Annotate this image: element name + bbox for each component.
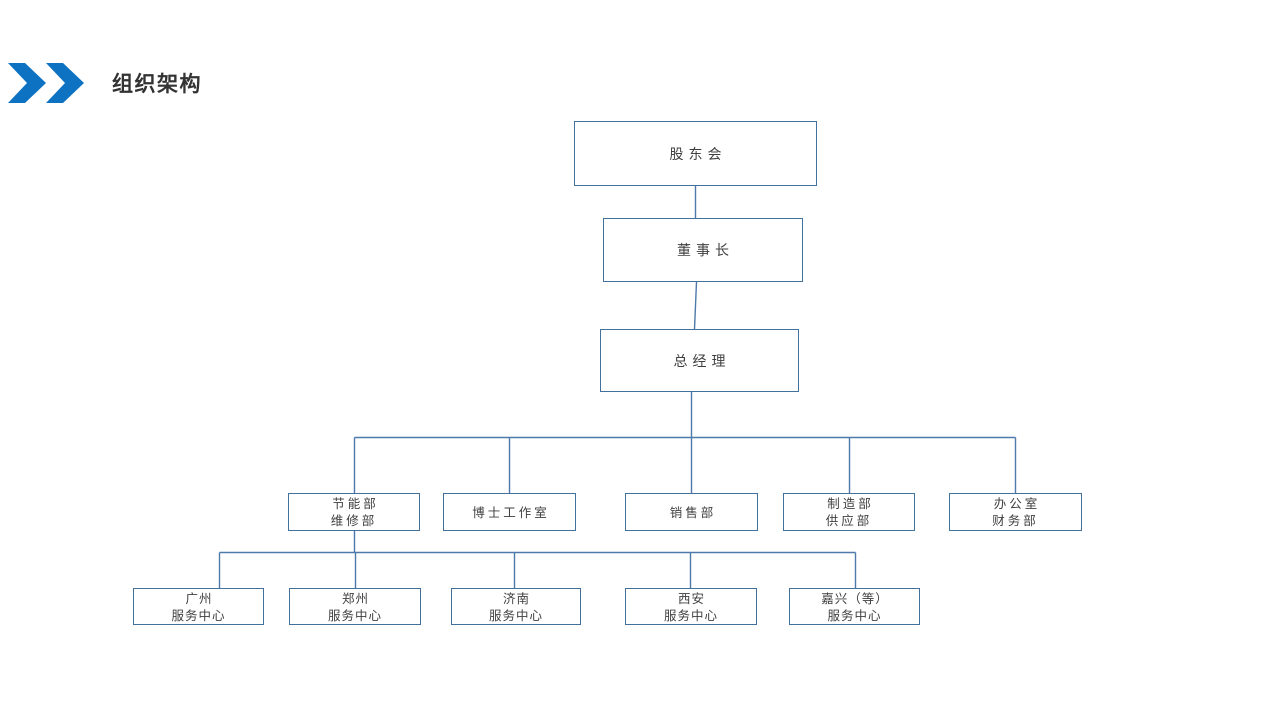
org-node-chairman: 董事长: [603, 218, 803, 282]
org-node-office-finance: 办公室 财务部: [949, 493, 1082, 531]
org-node-doctor-studio: 博士工作室: [443, 493, 576, 531]
org-node-general-manager: 总经理: [600, 329, 799, 392]
double-chevron-icon: [8, 63, 84, 103]
org-node-shareholders: 股东会: [574, 121, 817, 186]
org-node-jiaxing-center: 嘉兴（等） 服务中心: [789, 588, 920, 625]
org-node-manufacturing-supply: 制造部 供应部: [783, 493, 915, 531]
org-node-energy-maintenance: 节能部 维修部: [288, 493, 420, 531]
org-node-jinan-center: 济南 服务中心: [451, 588, 581, 625]
org-node-zhengzhou-center: 郑州 服务中心: [289, 588, 421, 625]
org-node-sales: 销售部: [625, 493, 758, 531]
page-title: 组织架构: [112, 72, 202, 96]
org-node-xian-center: 西安 服务中心: [625, 588, 757, 625]
org-node-guangzhou-center: 广州 服务中心: [133, 588, 264, 625]
